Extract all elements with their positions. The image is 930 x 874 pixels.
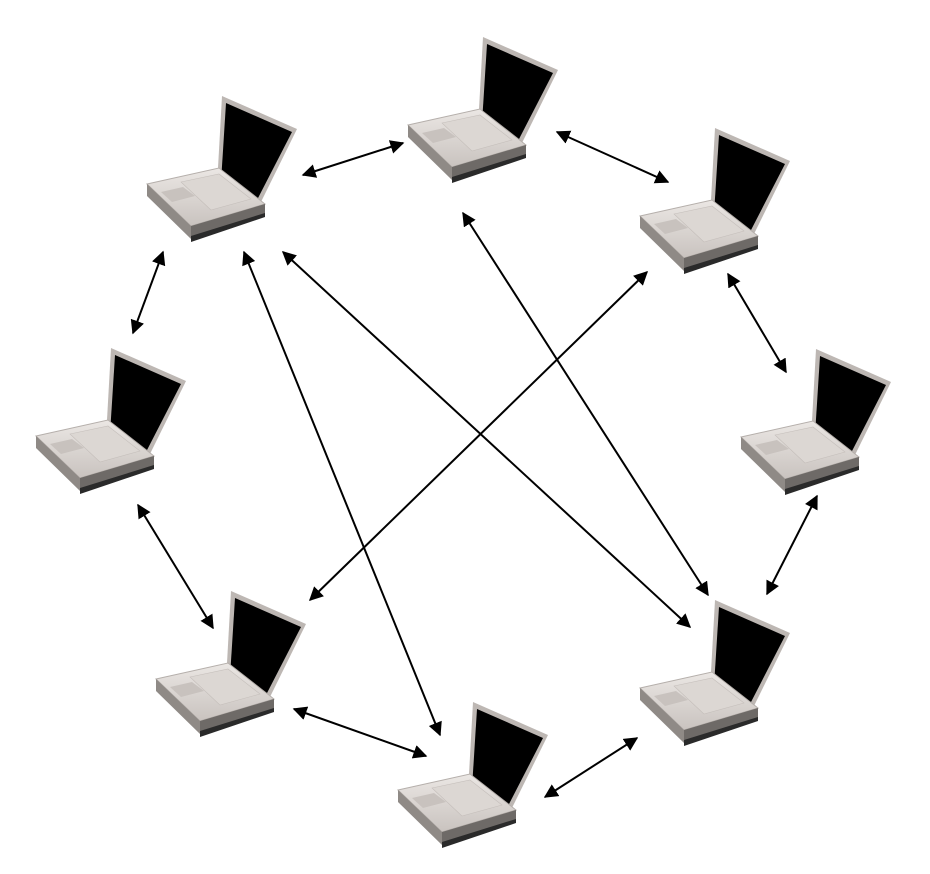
laptop-icon-n4 [740, 348, 892, 496]
link-n1-n5-double-arrow [281, 251, 692, 628]
laptop-icon-n5 [639, 599, 791, 747]
link-n2-n5-double-arrow [462, 211, 709, 597]
links-layer [130, 130, 818, 798]
link-n2-n3-double-arrow [555, 130, 670, 184]
nodes-layer [35, 36, 892, 849]
link-n3-n4-double-arrow [727, 272, 787, 374]
link-n7-n8-double-arrow [137, 503, 214, 630]
link-n1-n2-double-arrow [301, 140, 405, 178]
link-n8-n1-double-arrow [130, 250, 166, 335]
laptop-icon-n8 [35, 347, 187, 495]
laptop-icon-n6 [397, 701, 549, 849]
laptop-icon-n7 [155, 590, 307, 738]
laptop-icon-n3 [639, 127, 791, 275]
link-n3-n7-double-arrow [308, 271, 649, 601]
laptop-icon-n2 [407, 36, 559, 184]
link-n4-n5-double-arrow [766, 494, 818, 596]
laptop-icon-n1 [146, 95, 298, 243]
link-n6-n7-double-arrow [292, 706, 428, 759]
link-n5-n6-double-arrow [543, 737, 639, 798]
